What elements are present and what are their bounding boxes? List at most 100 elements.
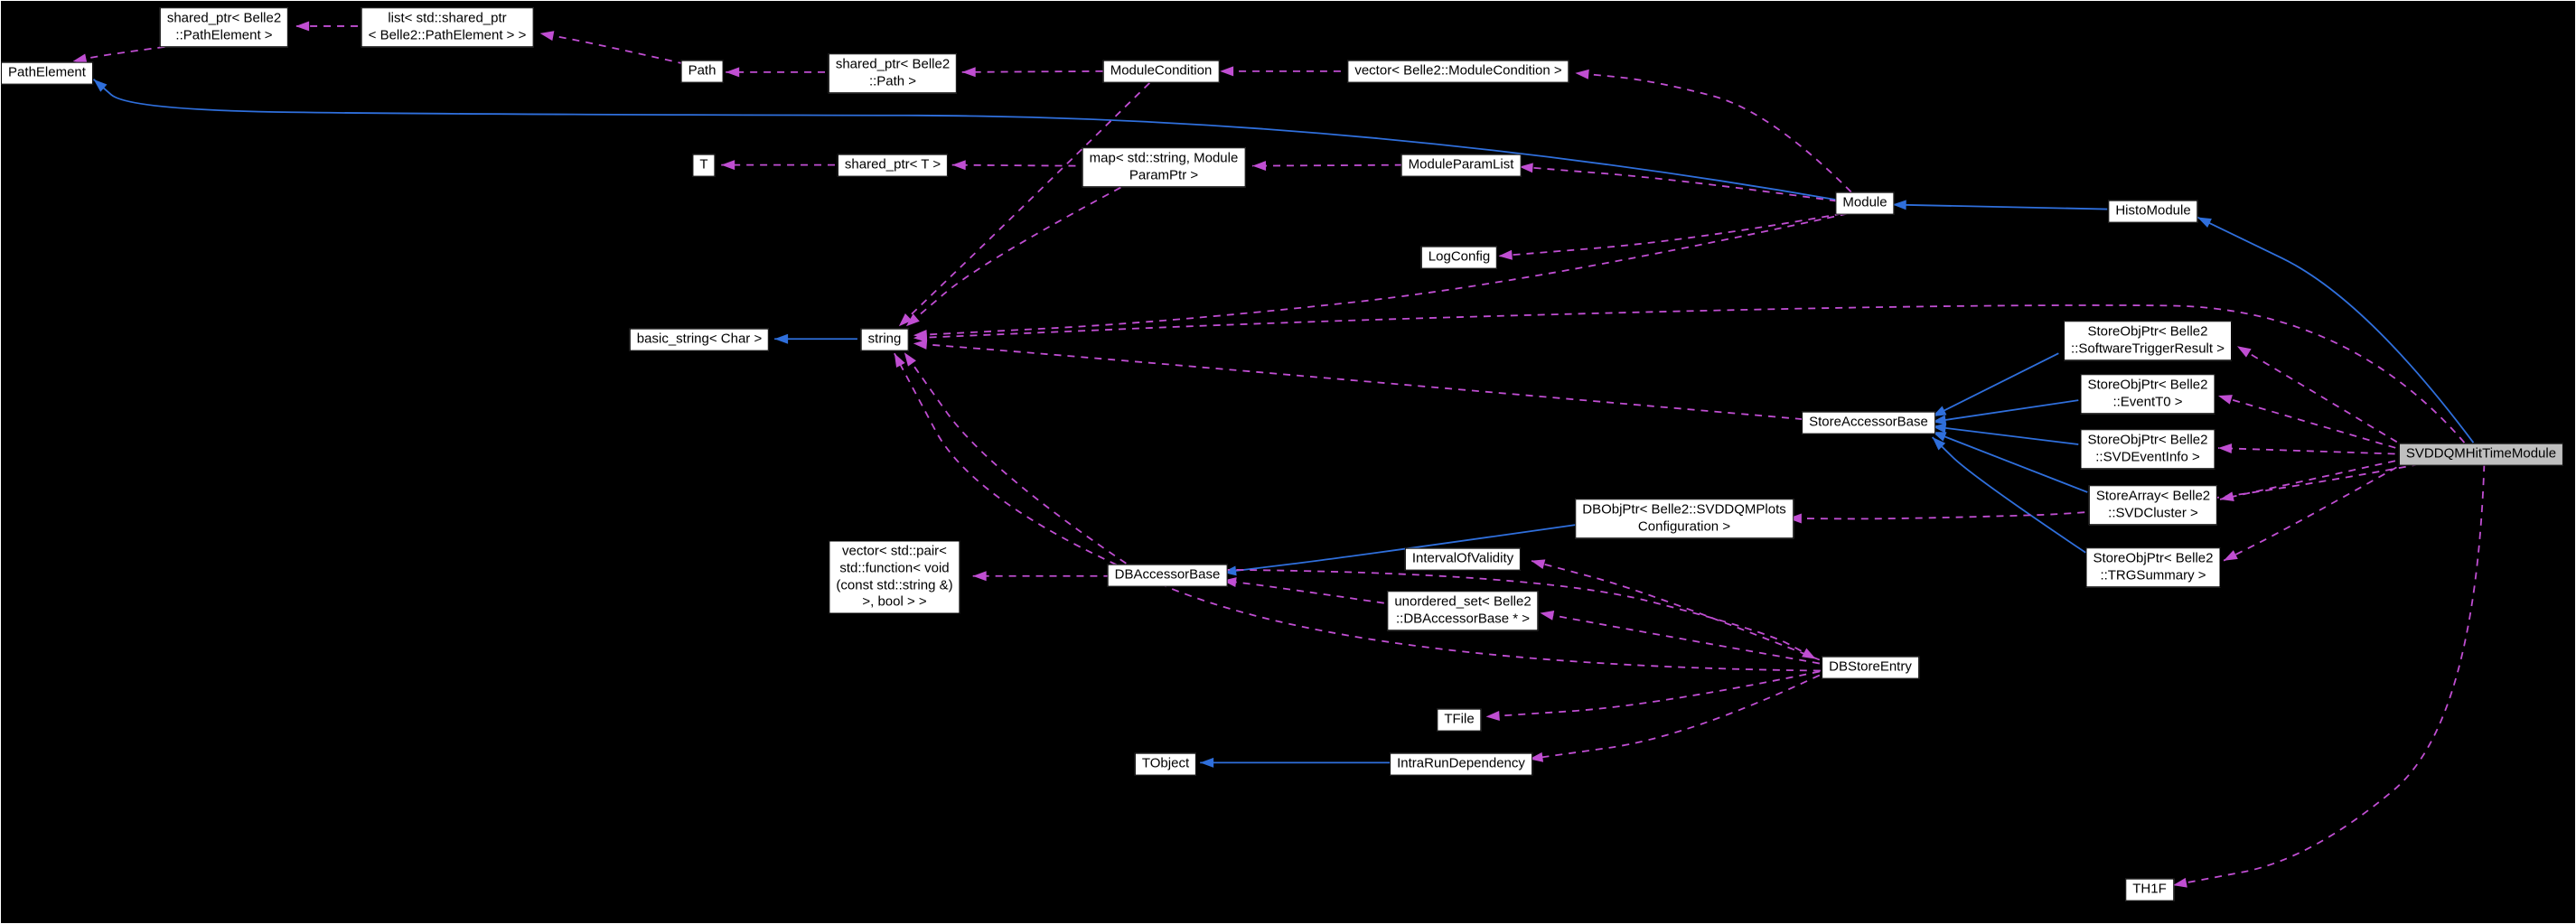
node-label-line: vector< Belle2::ModuleCondition > — [1354, 62, 1562, 79]
node-sop_trgsummary[interactable]: StoreObjPtr< Belle2::TRGSummary > — [2085, 547, 2221, 587]
arrowhead-main-sop_swtr — [2236, 346, 2252, 358]
node-label-line: list< std::shared_ptr — [388, 10, 507, 26]
edge-pe_sp-pathelement — [72, 46, 165, 62]
node-label-line: Path — [688, 62, 717, 79]
node-label-line: PathElement — [8, 64, 86, 80]
edge-dbstoreentry-intrarundep — [1529, 674, 1821, 761]
edge-main-dbobjptr — [1787, 463, 2420, 520]
node-label-line: < Belle2::PathElement > > — [368, 27, 527, 42]
edge-parammap-string — [905, 186, 1121, 327]
node-modcond[interactable]: ModuleCondition — [1102, 60, 1220, 83]
arrowhead-pe_sp-pathelement — [72, 53, 88, 64]
arrowhead-path_sp-path — [726, 67, 740, 78]
node-t[interactable]: T — [692, 154, 716, 177]
arrowhead-main-dbobjptr — [1787, 513, 1802, 524]
node-label-line: string — [867, 331, 902, 347]
node-label-line: StoreAccessorBase — [1809, 414, 1928, 430]
node-pe_list[interactable]: list< std::shared_ptr< Belle2::PathEleme… — [361, 7, 534, 47]
edge-main-th1f — [2172, 463, 2486, 886]
node-histomodule[interactable]: HistoModule — [2108, 200, 2198, 223]
arrowhead-string-basicstring — [774, 333, 789, 344]
node-label-line: shared_ptr< Belle2 — [166, 10, 282, 26]
node-label-line: TH1F — [2132, 881, 2167, 897]
node-tobject[interactable]: TObject — [1134, 752, 1197, 776]
node-label-line: StoreObjPtr< Belle2 — [2093, 550, 2214, 566]
node-pathelement[interactable]: PathElement — [1, 61, 93, 85]
arrowhead-main-sop_eventt0 — [2217, 395, 2233, 405]
node-basicstring[interactable]: basic_string< Char > — [629, 328, 770, 351]
edge-histomodule-module — [1892, 203, 2108, 210]
node-dbaccessorbase[interactable]: DBAccessorBase — [1107, 564, 1228, 587]
node-sop_eventt0[interactable]: StoreObjPtr< Belle2::EventT0 > — [2080, 374, 2215, 414]
node-label-line: ModuleParamList — [1408, 156, 1514, 173]
arrowhead-modcond-path_sp — [961, 67, 976, 78]
node-label-line: StoreArray< Belle2 — [2095, 488, 2211, 504]
node-label-line: LogConfig — [1428, 248, 1491, 265]
edge-sop_svdeventinfo-storeaccessorbase — [1932, 425, 2079, 445]
edge-main-histomodule — [2197, 216, 2475, 443]
node-label-line: StoreObjPtr< Belle2 — [2087, 432, 2208, 448]
node-tfile[interactable]: TFile — [1437, 708, 1482, 732]
node-vec_pair_fn[interactable]: vector< std::pair<std::function< void(co… — [829, 540, 960, 614]
node-pe_sp[interactable]: shared_ptr< Belle2::PathElement > — [159, 7, 289, 47]
edge-dbobjptr-dbaccessorbase — [1222, 522, 1584, 574]
arrowhead-sop_trgsummary-storeaccessorbase — [1932, 437, 1946, 451]
node-label-line: shared_ptr< T > — [844, 156, 941, 173]
node-label-line: DBObjPtr< Belle2::SVDDQMPlots — [1582, 501, 1786, 518]
node-label-line: StoreObjPtr< Belle2 — [2087, 323, 2208, 340]
node-sop_swtr[interactable]: StoreObjPtr< Belle2::SoftwareTriggerResu… — [2064, 321, 2232, 360]
arrowhead-module-pathelement — [93, 79, 108, 92]
node-iov[interactable]: IntervalOfValidity — [1404, 547, 1522, 571]
edge-dbstoreentry-iov — [1531, 559, 1821, 661]
arrowhead-dbaccessorbase-dbstoreentry — [1802, 648, 1816, 659]
node-label-line: TObject — [1141, 755, 1190, 771]
node-label-line: IntraRunDependency — [1397, 755, 1525, 771]
arrowhead-dbstoreentry-uset_dbab — [1540, 610, 1555, 621]
edge-main-sa_svdcluster — [2219, 457, 2409, 500]
arrowhead-paramlist-parammap — [1252, 161, 1267, 172]
node-storeaccessorbase[interactable]: StoreAccessorBase — [1802, 411, 1935, 434]
node-label-line: ::EventT0 > — [2112, 394, 2183, 409]
node-sa_svdcluster[interactable]: StoreArray< Belle2::SVDCluster > — [2088, 485, 2218, 525]
arrowhead-pe_list-pe_sp — [295, 21, 310, 32]
arrowhead-dbstoreentry-iov — [1531, 559, 1546, 569]
edge-path-pe_list — [539, 33, 686, 65]
arrowhead-parammap-t_sp — [951, 160, 966, 171]
edge-main-sop_swtr — [2236, 345, 2410, 450]
node-label-line: shared_ptr< Belle2 — [835, 56, 951, 72]
node-module[interactable]: Module — [1835, 191, 1895, 215]
node-path_sp[interactable]: shared_ptr< Belle2::Path > — [828, 53, 958, 93]
node-label-line: TFile — [1444, 711, 1475, 727]
edge-sa_svdcluster-storeaccessorbase — [1932, 431, 2088, 493]
node-modcond_vec[interactable]: vector< Belle2::ModuleCondition > — [1347, 60, 1569, 83]
node-path[interactable]: Path — [680, 60, 724, 83]
node-logconfig[interactable]: LogConfig — [1420, 246, 1498, 269]
edge-uset_dbab-dbaccessorbase — [1222, 579, 1384, 604]
node-dbstoreentry[interactable]: DBStoreEntry — [1822, 656, 1919, 679]
edge-dbaccessorbase-dbstoreentry — [1222, 568, 1817, 660]
node-uset_dbab[interactable]: unordered_set< Belle2::DBAccessorBase * … — [1387, 591, 1539, 630]
edge-parammap-t_sp — [951, 163, 1076, 167]
arrowhead-dbstoreentry-string — [894, 353, 905, 369]
arrowhead-main-string — [913, 332, 928, 343]
node-t_sp[interactable]: shared_ptr< T > — [837, 154, 949, 177]
arrowhead-dbstoreentry-intrarundep — [1529, 751, 1544, 762]
node-main: SVDDQMHitTimeModule — [2398, 443, 2564, 466]
arrowhead-module-paramlist — [1519, 163, 1533, 173]
arrowhead-dbaccessorbase-string — [904, 352, 916, 367]
node-string[interactable]: string — [860, 328, 909, 351]
arrowhead-module-logconfig — [1498, 249, 1513, 260]
node-label-line: ParamPtr > — [1129, 167, 1199, 182]
node-sop_svdeventinfo[interactable]: StoreObjPtr< Belle2::SVDEventInfo > — [2080, 429, 2215, 469]
node-label-line: basic_string< Char > — [636, 331, 763, 347]
node-intrarundep[interactable]: IntraRunDependency — [1390, 752, 1532, 776]
node-paramlist[interactable]: ModuleParamList — [1400, 154, 1522, 177]
node-label-line: map< std::string, Module — [1089, 150, 1239, 166]
edge-module-paramlist — [1519, 165, 1837, 202]
edge-module-pathelement — [92, 79, 1839, 201]
edge-sop_swtr-storeaccessorbase — [1932, 352, 2059, 417]
edge-storeaccessorbase-string — [913, 342, 1803, 420]
node-th1f[interactable]: TH1F — [2125, 878, 2174, 901]
